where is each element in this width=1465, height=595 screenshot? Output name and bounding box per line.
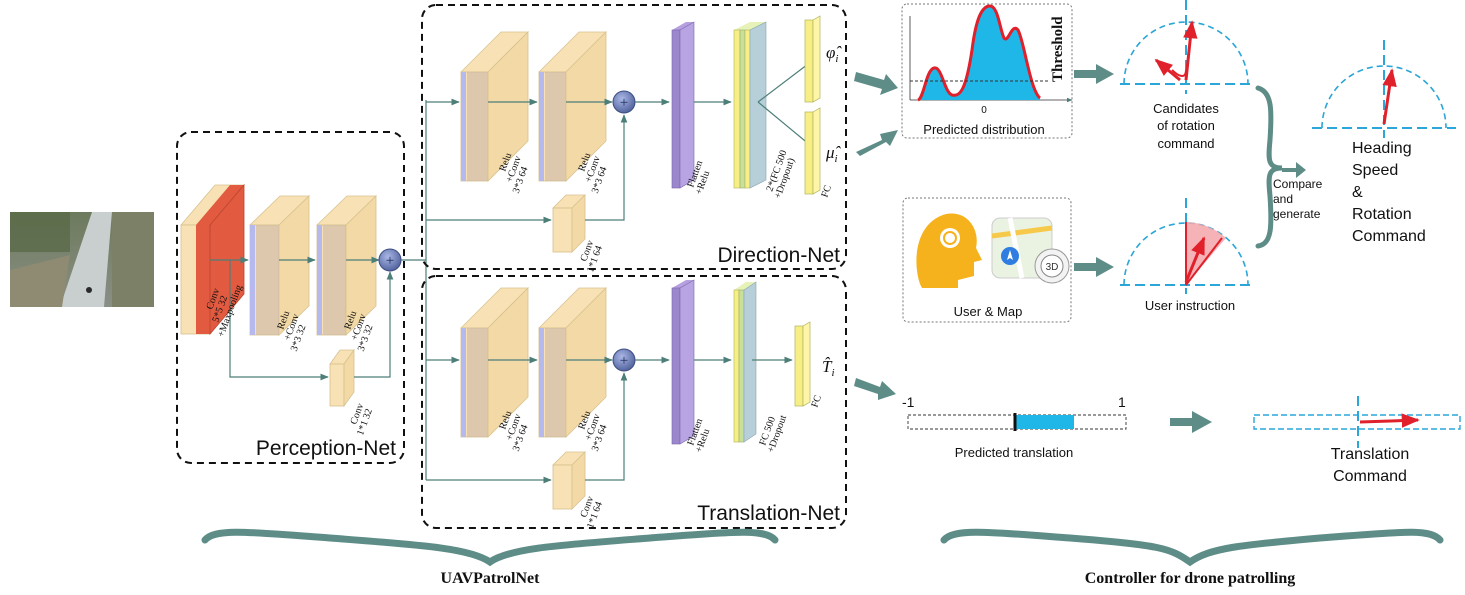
predicted-translation-label: Predicted translation [955, 445, 1074, 460]
controller-label: Controller for drone patrolling [1085, 570, 1296, 587]
translation-flatten-layer [671, 279, 695, 445]
candidates-line-3: command [1157, 136, 1214, 151]
direction-phi-fc-layer [804, 15, 821, 103]
translation-min: -1 [902, 394, 915, 410]
compare-line-2: and [1273, 192, 1293, 206]
map-3d-label: 3D [1046, 262, 1059, 273]
compare-line-3: generate [1273, 207, 1321, 221]
predicted-distribution-label: Predicted distribution [923, 122, 1044, 137]
compare-brace: Compare and generate [1255, 85, 1323, 249]
input-aerial-image [10, 212, 154, 307]
translation-command-line-2: Command [1333, 468, 1407, 485]
distribution-area [918, 6, 1040, 100]
user-instruction-label: User instruction [1145, 298, 1235, 313]
direction-fc-dropout-layer [733, 21, 767, 189]
compare-line-1: Compare [1273, 177, 1323, 191]
zero-tick: 0 [981, 105, 987, 116]
uavpatrolnet-label: UAVPatrolNet [441, 570, 541, 587]
predicted-translation-bar: -1 1 Predicted translation [902, 394, 1127, 460]
translation-output: T̂i [822, 357, 835, 379]
direction-flatten-layer [671, 21, 695, 189]
direction-net-title: Direction-Net [717, 244, 840, 267]
direction-net-box [421, 4, 847, 270]
distribution-curve [917, 4, 1042, 102]
svg-text:+: + [386, 253, 394, 269]
translation-fc-layer [794, 321, 811, 407]
user-map-label: User & Map [954, 304, 1023, 319]
direction-fc-label: FC [819, 183, 834, 199]
perception-net-title: Perception-Net [256, 437, 396, 460]
translation-res-block-1 [460, 287, 529, 438]
user-map-panel: 3D User & Map [902, 197, 1072, 323]
candidates-semicircle: Candidates of rotation command [1120, 0, 1252, 151]
translation-fc-dropout-layer [733, 281, 757, 443]
heading-command-semicircle: Heading Speed & Rotation Command [1312, 40, 1456, 245]
svg-text:+: + [620, 95, 628, 111]
predicted-distribution-panel: Threshold 0 Predicted distribution [901, 3, 1073, 139]
translation-res-block-2 [538, 287, 607, 438]
threshold-label: Threshold [1050, 16, 1066, 82]
heading-line-3: & [1352, 184, 1363, 201]
direction-mu-fc-layer [804, 107, 821, 195]
mu-output: μ̂i [825, 143, 842, 165]
perception-shortcut-conv [329, 348, 355, 408]
translation-fc-label: FC [809, 393, 824, 409]
translation-value-fill [1016, 415, 1074, 429]
direction-res-block-2 [538, 31, 607, 182]
translation-command: Translation Command [1253, 396, 1461, 485]
candidates-line-1: Candidates [1153, 101, 1219, 116]
translation-net: Translation-Net + [421, 275, 847, 530]
perception-res-block-2 [316, 195, 377, 336]
translation-command-line-1: Translation [1331, 446, 1410, 463]
direction-shortcut-conv [552, 194, 586, 253]
perception-res-block-1 [249, 195, 310, 336]
direction-net: Direction-Net + [421, 4, 847, 274]
svg-text:+: + [620, 353, 628, 369]
translation-net-box [421, 275, 847, 529]
uavpatrolnet-brace: UAVPatrolNet [201, 528, 779, 587]
map-icon: 3D [991, 217, 1070, 284]
heading-line-2: Speed [1352, 162, 1398, 179]
direction-res-block-1 [460, 31, 529, 182]
heading-line-5: Command [1352, 228, 1426, 245]
heading-line-1: Heading [1352, 140, 1412, 157]
heading-line-4: Rotation [1352, 206, 1412, 223]
user-head-icon [916, 213, 982, 288]
flow-arrows [854, 64, 1212, 433]
perception-net-box [176, 131, 405, 464]
translation-net-title: Translation-Net [697, 502, 840, 525]
phi-output: φ̂i [826, 43, 842, 65]
perception-net: Perception-Net [176, 131, 405, 464]
user-instruction-semicircle: User instruction [1120, 198, 1252, 313]
candidates-line-2: of rotation [1157, 118, 1215, 133]
controller-brace: Controller for drone patrolling [940, 528, 1444, 587]
translation-max: 1 [1118, 394, 1126, 410]
translation-shortcut-conv [552, 451, 586, 510]
